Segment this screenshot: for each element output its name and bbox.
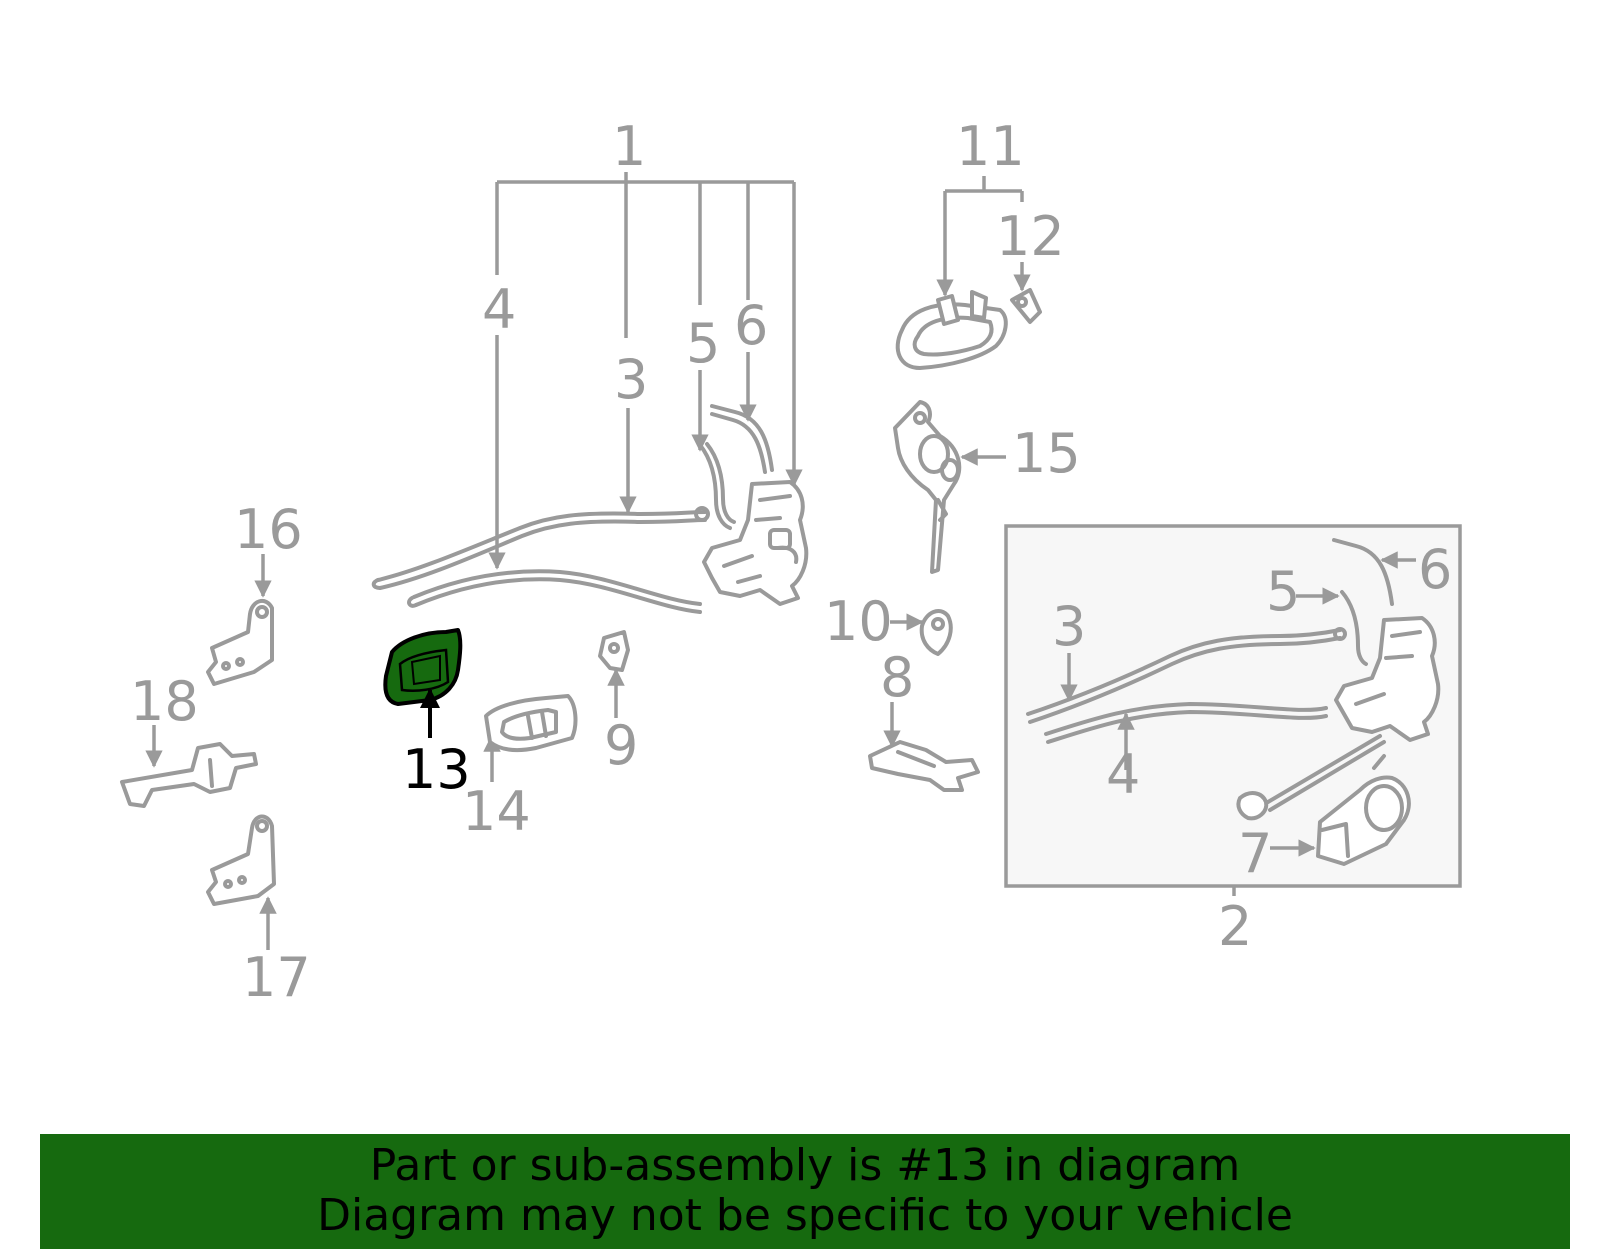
- inset-latch: [1334, 616, 1441, 742]
- inside-handle-14: [484, 694, 578, 752]
- inset-cable-3: [1026, 627, 1347, 724]
- label-18: 18: [130, 670, 199, 733]
- footer-line-2: Diagram may not be specific to your vehi…: [317, 1190, 1293, 1241]
- bumper-10: [919, 609, 953, 656]
- callout-1-bracket: [495, 172, 803, 487]
- label-14: 14: [462, 780, 531, 843]
- clip-12: [1010, 288, 1042, 324]
- label-16: 16: [234, 498, 303, 561]
- label-13: 13: [402, 738, 471, 801]
- label-17: 17: [242, 946, 311, 1009]
- label-11: 11: [956, 115, 1025, 178]
- inset-cable-4: [1044, 702, 1328, 744]
- label-12: 12: [996, 205, 1065, 268]
- clip-9: [598, 630, 630, 672]
- cable-3: [371, 506, 710, 590]
- label-6-inset: 6: [1418, 538, 1452, 601]
- inset-rods: [1332, 538, 1394, 666]
- label-4-inset: 4: [1106, 743, 1140, 806]
- label-10: 10: [824, 590, 893, 653]
- rod-5: [698, 442, 736, 530]
- footer-line-1: Part or sub-assembly is #13 in diagram: [369, 1140, 1241, 1191]
- label-4: 4: [482, 278, 516, 341]
- hinge-16: [206, 598, 274, 686]
- label-2: 2: [1218, 895, 1252, 958]
- callout-11-bracket: [936, 176, 1024, 297]
- label-9: 9: [604, 714, 638, 777]
- door-latch-assembly: [702, 480, 809, 606]
- label-1: 1: [612, 115, 646, 178]
- label-3: 3: [614, 348, 648, 411]
- parts-diagram: 1 2 3 3 4 4 5 5 6 6 7 8 9 10 11 12 13 14…: [120, 115, 1462, 1009]
- outside-handle-11: [895, 290, 1008, 370]
- label-3-inset: 3: [1052, 595, 1086, 658]
- label-15: 15: [1012, 422, 1081, 485]
- lock-cylinder-15: [893, 400, 962, 574]
- label-6: 6: [734, 294, 768, 357]
- inside-handle-13-highlighted: [383, 628, 463, 706]
- bracket-8: [868, 740, 980, 792]
- label-8: 8: [880, 646, 914, 709]
- rod-6: [710, 404, 774, 474]
- label-7: 7: [1238, 822, 1272, 885]
- label-5-inset: 5: [1266, 560, 1300, 623]
- hinge-17: [206, 814, 276, 906]
- cable-4: [407, 569, 702, 614]
- label-5: 5: [686, 312, 720, 375]
- door-check-18: [120, 742, 258, 808]
- inset-actuator-7: [1236, 734, 1411, 866]
- footer-banner: Part or sub-assembly is #13 in diagram D…: [40, 1134, 1570, 1249]
